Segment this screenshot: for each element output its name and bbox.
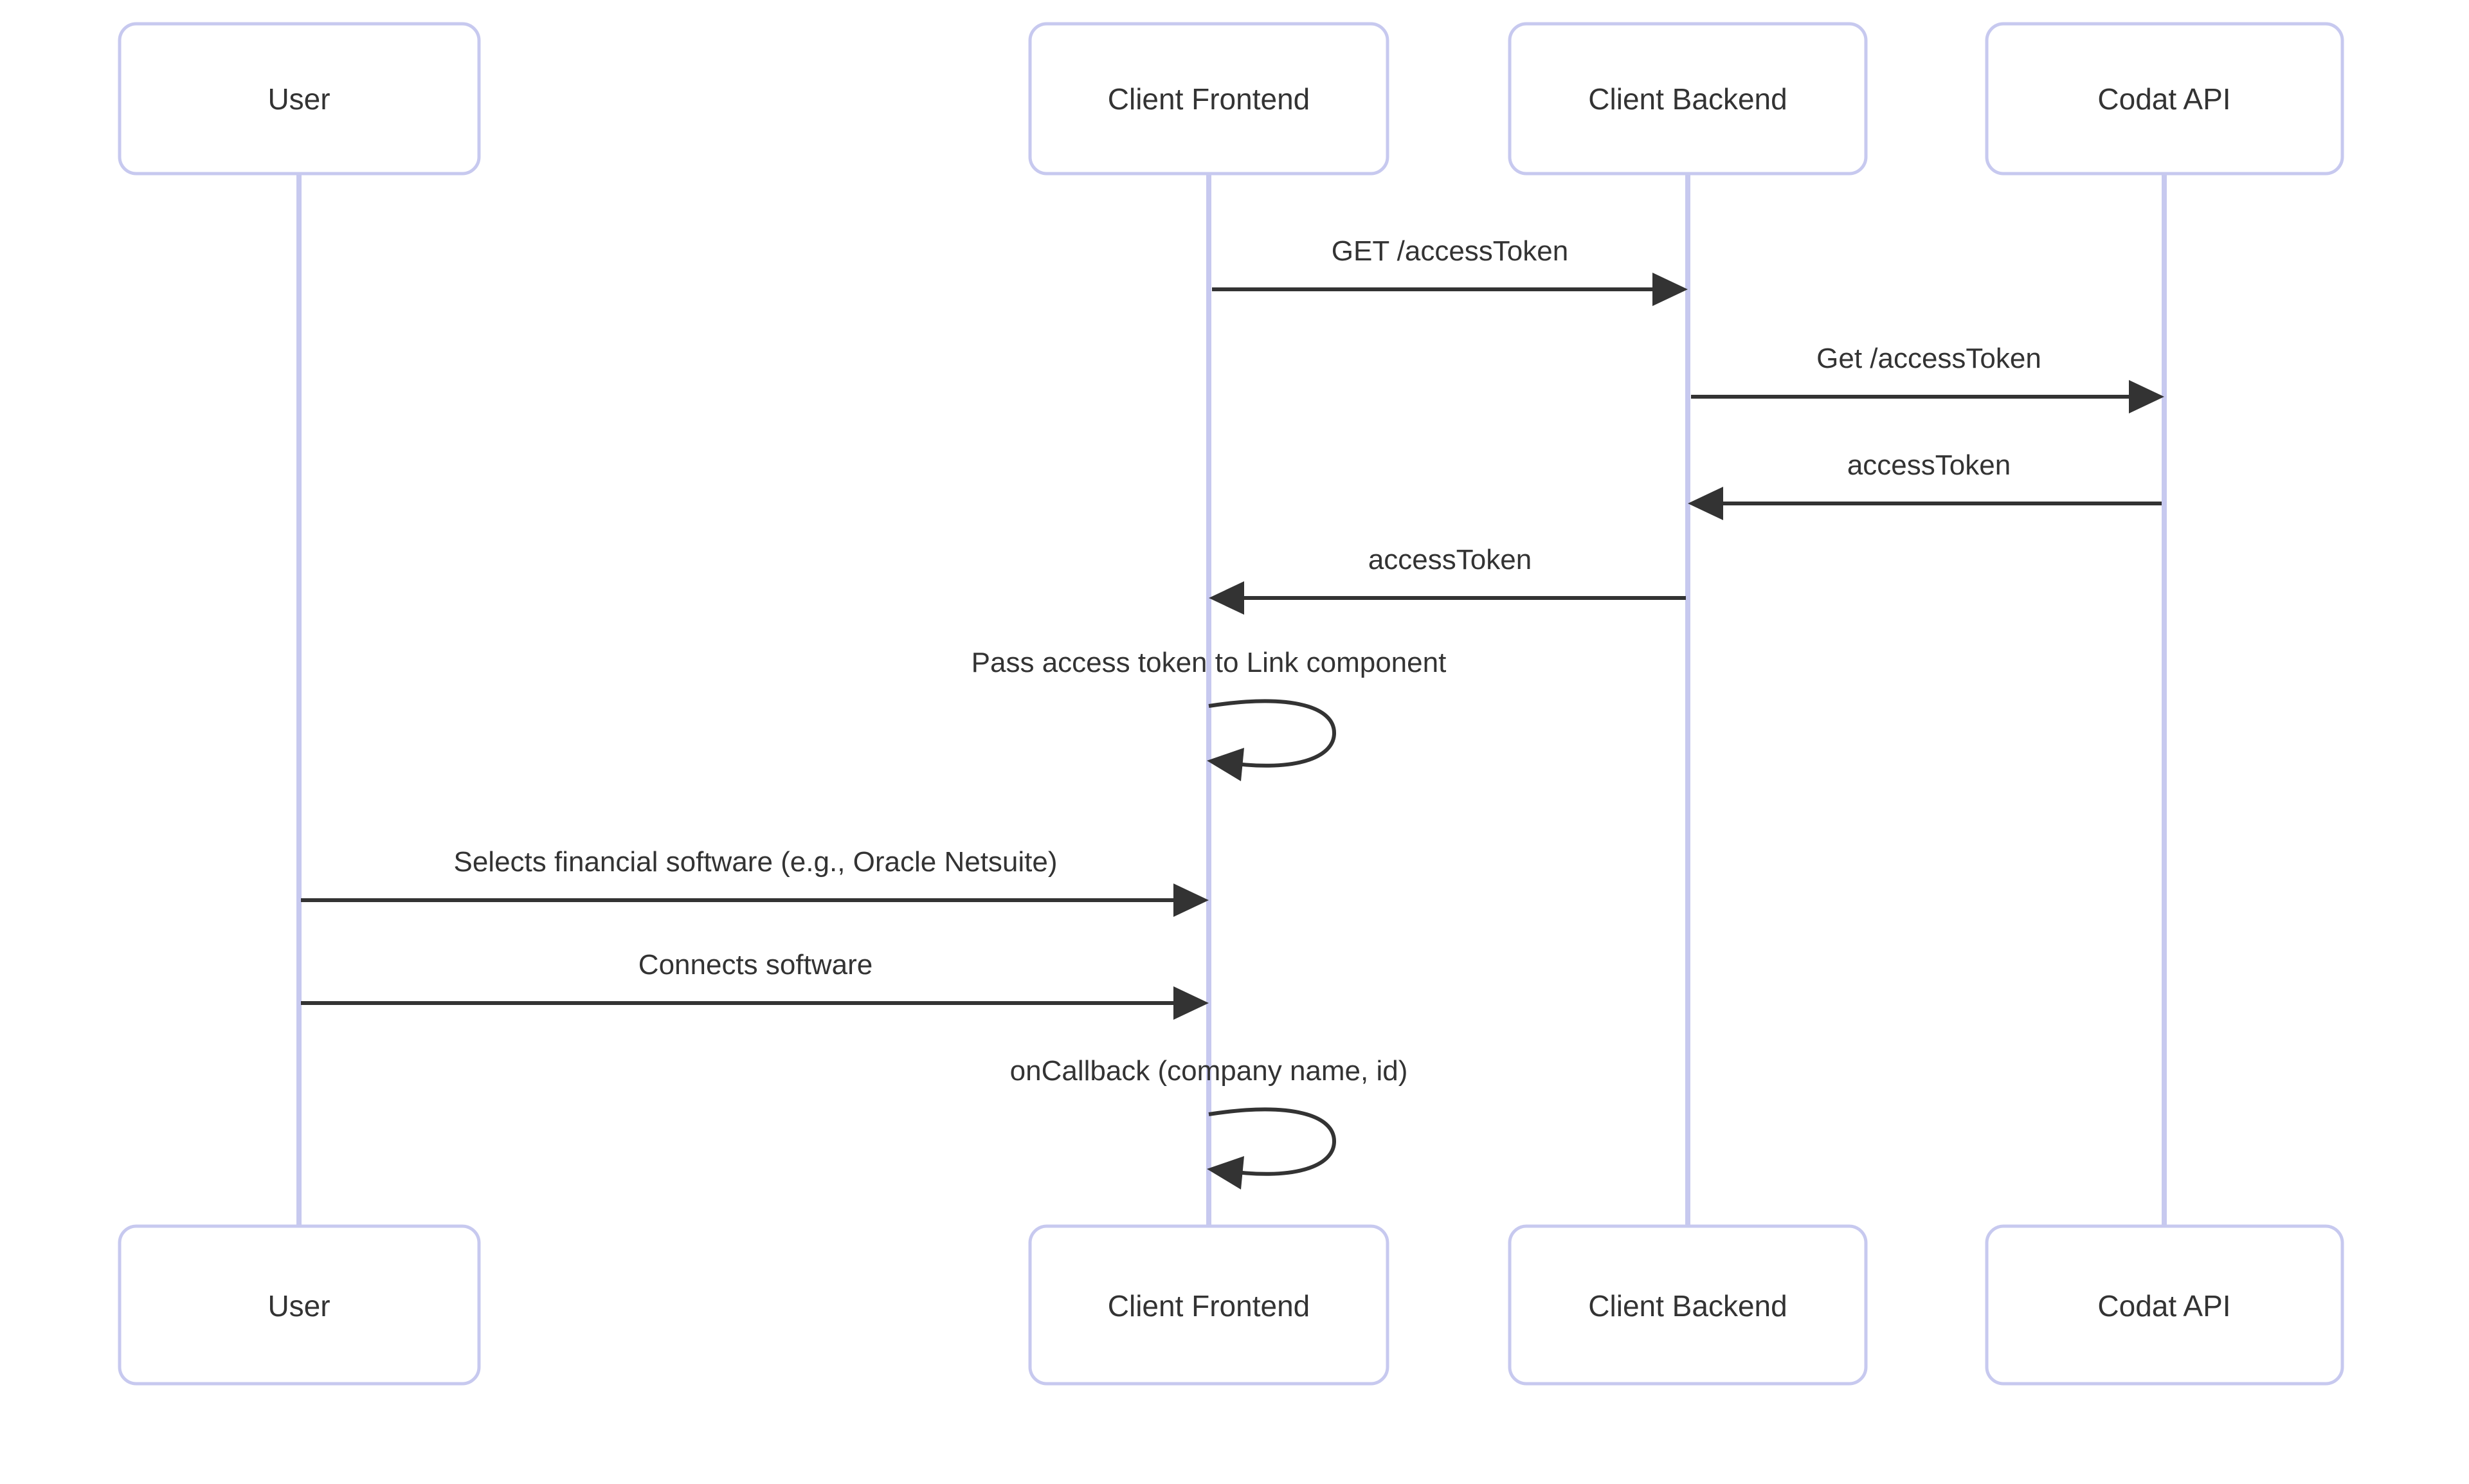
message-connects-software[interactable]: Connects software [301, 949, 1209, 1020]
message-label: Pass access token to Link component [972, 647, 1447, 678]
arrowhead-left-icon [1688, 487, 1723, 520]
participant-boxes-bottom: User Client Frontend Client Backend Coda… [118, 1224, 2344, 1386]
lifelines [296, 174, 2167, 1226]
message-pass-access-token-self[interactable]: Pass access token to Link component [972, 647, 1447, 781]
message-label: accessToken [1847, 449, 2011, 481]
participant-client-backend-bottom[interactable]: Client Backend [1508, 1224, 1868, 1386]
participant-box[interactable] [1028, 22, 1389, 176]
message-label: accessToken [1368, 544, 1532, 575]
participant-box[interactable] [1985, 22, 2344, 176]
participant-box[interactable] [1508, 1224, 1868, 1386]
message-get-access-token-upstream[interactable]: Get /accessToken [1691, 343, 2164, 413]
message-label: onCallback (company name, id) [1010, 1055, 1408, 1087]
participant-box[interactable] [118, 1224, 481, 1386]
message-label: Connects software [638, 949, 873, 981]
participant-label: Client Backend [1588, 1289, 1787, 1323]
message-selects-financial-software[interactable]: Selects financial software (e.g., Oracle… [301, 846, 1209, 917]
participant-label: Client Frontend [1108, 82, 1310, 116]
participant-label: User [267, 82, 330, 116]
participant-client-backend-top[interactable]: Client Backend [1508, 22, 1868, 176]
participant-client-frontend-bottom[interactable]: Client Frontend [1028, 1224, 1389, 1386]
participant-label: Codat API [2097, 1289, 2230, 1323]
participant-label: Client Backend [1588, 82, 1787, 116]
self-loop-path [1208, 1107, 1337, 1176]
participant-user-bottom[interactable]: User [118, 1224, 481, 1386]
participant-box[interactable] [1985, 1224, 2344, 1386]
message-label: Get /accessToken [1816, 343, 2041, 374]
participant-codat-api-top[interactable]: Codat API [1985, 22, 2344, 176]
arrowhead-left-icon [1207, 1156, 1244, 1190]
arrowhead-right-icon [2129, 380, 2164, 413]
arrowhead-right-icon [1173, 986, 1209, 1020]
arrowhead-left-icon [1207, 748, 1244, 781]
participant-client-frontend-top[interactable]: Client Frontend [1028, 22, 1389, 176]
message-label: GET /accessToken [1332, 235, 1568, 267]
message-label: Selects financial software (e.g., Oracle… [453, 846, 1057, 878]
participant-label: Client Frontend [1108, 1289, 1310, 1323]
arrowhead-left-icon [1209, 581, 1244, 615]
participant-codat-api-bottom[interactable]: Codat API [1985, 1224, 2344, 1386]
message-access-token-from-api[interactable]: accessToken [1688, 449, 2162, 520]
self-loop-path [1208, 699, 1337, 768]
participant-box[interactable] [1508, 22, 1868, 176]
arrowhead-right-icon [1173, 883, 1209, 917]
participant-user-top[interactable]: User [118, 22, 481, 176]
message-access-token-to-frontend[interactable]: accessToken [1209, 544, 1686, 615]
participant-box[interactable] [118, 22, 481, 176]
message-get-access-token[interactable]: GET /accessToken [1212, 235, 1688, 306]
participant-box[interactable] [1028, 1224, 1389, 1386]
message-oncallback-self[interactable]: onCallback (company name, id) [1010, 1055, 1408, 1190]
arrowhead-right-icon [1652, 273, 1688, 306]
participant-label: User [267, 1289, 330, 1323]
participant-boxes-top: User Client Frontend Client Backend Coda… [118, 22, 2344, 176]
participant-label: Codat API [2097, 82, 2230, 116]
